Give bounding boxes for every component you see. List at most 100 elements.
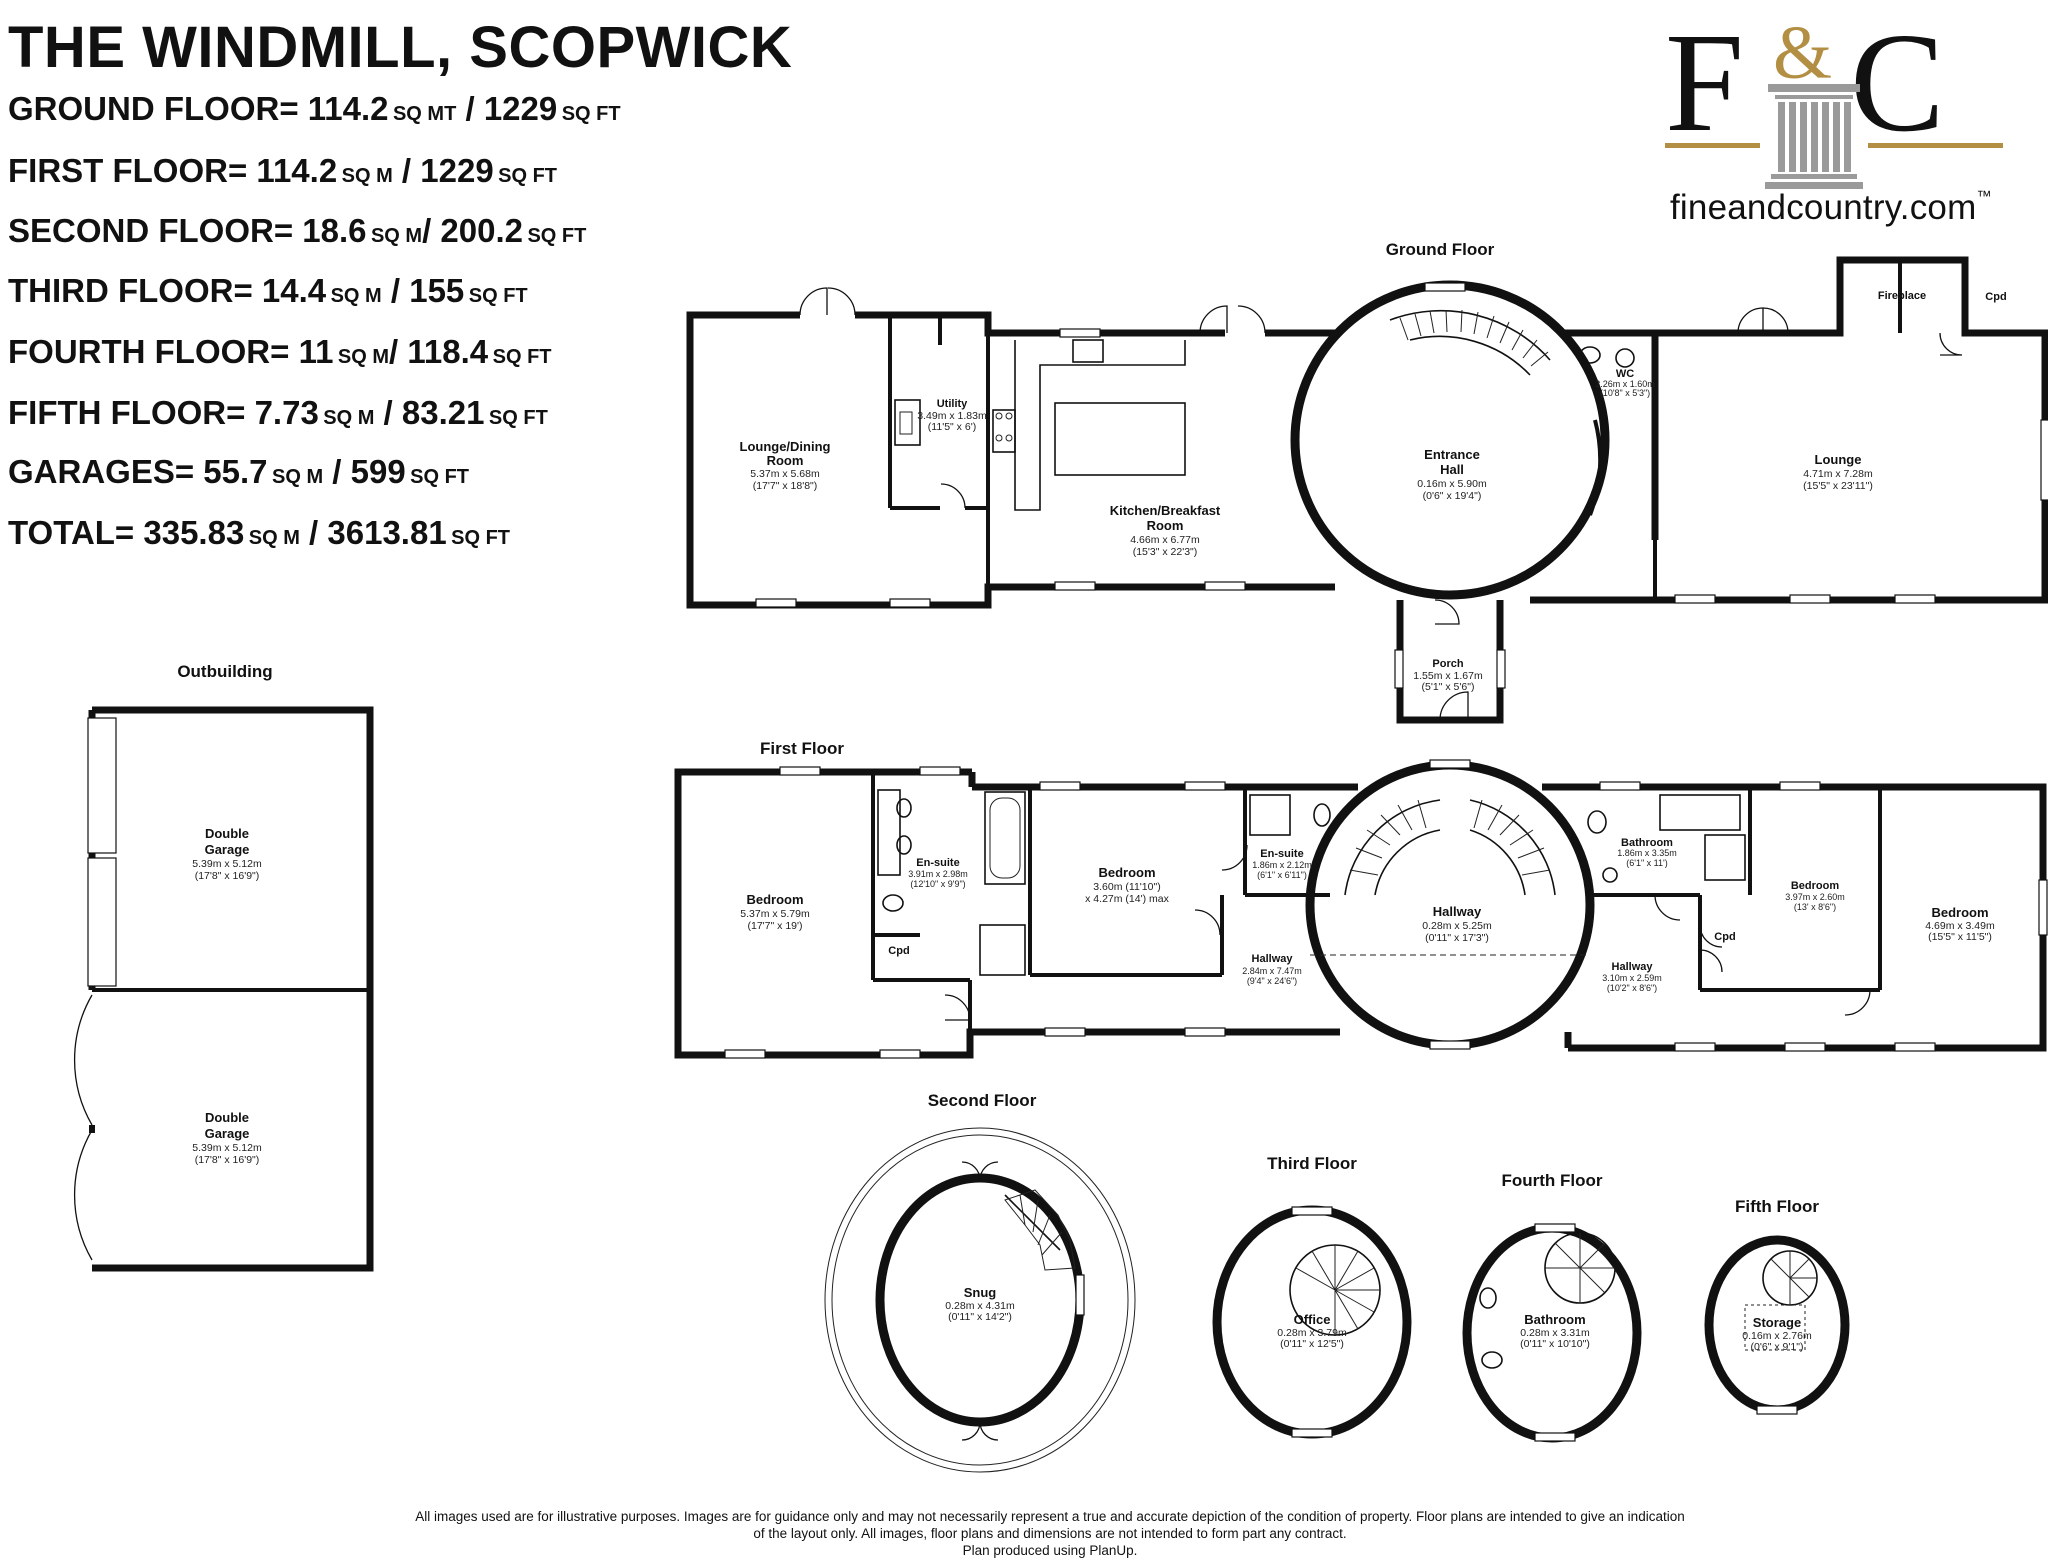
outbuilding-title: Outbuilding: [177, 662, 272, 681]
entrance-hall-label-2: Hall: [1440, 462, 1464, 477]
bathroom-first-dim-1: 1.86m x 3.35m: [1617, 848, 1677, 858]
area-value: / 1229: [392, 152, 494, 189]
lounge-dim-1: 4.71m x 7.28m: [1803, 468, 1873, 480]
first-floor-plan: First Floor: [674, 739, 2048, 1059]
hallway-right-label: Hallway: [1612, 961, 1654, 973]
wc-label: WC: [1616, 368, 1634, 380]
property-title: THE WINDMILL, SCOPWICK: [8, 15, 793, 80]
lounge-label: Lounge: [1815, 452, 1862, 467]
fifth-floor-title: Fifth Floor: [1735, 1197, 1819, 1216]
fine-and-country-logo: F C &: [1665, 20, 2003, 189]
area-value: / 83.21: [374, 394, 485, 431]
logo-ampersand: &: [1773, 20, 1832, 95]
area-unit: SQ M: [248, 527, 300, 549]
area-unit: SQ MT: [392, 103, 457, 125]
area-unit: SQ FT: [488, 407, 548, 429]
entrance-hall-dim-1: 0.16m x 5.90m: [1417, 478, 1487, 490]
fifth-floor-plan: Fifth Floor Storage 0.16m x 2.76m (0'6" …: [1704, 1197, 1850, 1415]
bedroom4-label: Bedroom: [1931, 905, 1988, 920]
wc-dim-1: 3.26m x 1.60m: [1595, 379, 1655, 389]
area-value: / 599: [323, 453, 406, 490]
ensuite1-dim-2: (12'10" x 9'9"): [910, 879, 965, 889]
area-unit: SQ FT: [498, 165, 558, 187]
area-value: GARAGES= 55.7: [8, 453, 268, 490]
lounge-dining-label-1: Lounge/Dining: [740, 439, 831, 454]
area-value: TOTAL= 335.83: [8, 514, 245, 551]
office-dim-1: 0.28m x 3.79m: [1277, 1327, 1347, 1339]
wc-dim-2: (10'8" x 5'3"): [1600, 388, 1650, 398]
utility-dim-1: 3.49m x 1.83m: [917, 410, 987, 422]
area-unit: SQ FT: [561, 103, 621, 125]
area-unit: SQ M: [271, 466, 324, 488]
entrance-hall-dim-2: (0'6" x 19'4"): [1423, 490, 1482, 502]
lounge-dining-dim-2: (17'7" x 18'8"): [753, 480, 818, 492]
fourth-spiral-stair: [1545, 1233, 1615, 1303]
logo-url: fineandcountry.com™: [1670, 188, 1992, 227]
lounge-dim-2: (15'5" x 23'11"): [1803, 480, 1873, 492]
snug-label: Snug: [964, 1285, 997, 1300]
area-unit: SQ FT: [492, 346, 552, 368]
area-line: FIFTH FLOOR= 7.73 SQ M / 83.21 SQ FT: [8, 394, 548, 432]
third-spiral-stair: [1295, 1245, 1380, 1335]
ensuite1-label: En-suite: [916, 857, 959, 869]
area-line: GARAGES= 55.7 SQ M / 599 SQ FT: [8, 453, 469, 491]
lounge-dining-dim-1: 5.37m x 5.68m: [750, 468, 820, 480]
fireplace-label: Fireplace: [1878, 290, 1926, 302]
garage1-dim-1: 5.39m x 5.12m: [192, 858, 262, 870]
hallway-right-dim-2: (10'2" x 8'6"): [1607, 983, 1657, 993]
ensuite2-label: En-suite: [1260, 848, 1303, 860]
bathroom-fourth-dim-2: (0'11" x 10'10"): [1520, 1338, 1590, 1350]
logo-column-icon: [1765, 84, 1863, 189]
third-floor-title: Third Floor: [1267, 1154, 1357, 1173]
ground-floor-title: Ground Floor: [1386, 240, 1495, 259]
second-stair-treads: [1004, 1189, 1076, 1271]
bedroom4-dim-1: 4.69m x 3.49m: [1925, 920, 1995, 932]
storage-dim-1: 0.16m x 2.76m: [1742, 1330, 1812, 1342]
bedroom3-dim-1: 3.97m x 2.60m: [1785, 892, 1845, 902]
area-unit: SQ M: [337, 346, 390, 368]
logo-letter-c: C: [1850, 20, 1945, 161]
ensuite2-dim-1: 1.86m x 2.12m: [1252, 860, 1312, 870]
bedroom2-dim-1: 3.60m (11'10"): [1093, 881, 1160, 893]
ensuite1-dim-1: 3.91m x 2.98m: [908, 869, 968, 879]
bedroom1-label: Bedroom: [746, 892, 803, 907]
area-line: FIRST FLOOR= 114.2 SQ M / 1229 SQ FT: [8, 152, 557, 190]
bedroom3-dim-2: (13' x 8'6"): [1794, 902, 1836, 912]
area-line: THIRD FLOOR= 14.4 SQ M / 155 SQ FT: [8, 272, 528, 310]
cpd-ground-label: Cpd: [1985, 291, 2006, 303]
bedroom2-label: Bedroom: [1098, 865, 1155, 880]
office-dim-2: (0'11" x 12'5"): [1280, 1338, 1344, 1350]
area-value: / 1229: [456, 90, 558, 127]
area-line: TOTAL= 335.83 SQ M / 3613.81 SQ FT: [8, 514, 510, 552]
bathroom-first-label: Bathroom: [1621, 837, 1673, 849]
snug-dim-2: (0'11" x 14'2"): [948, 1311, 1012, 1323]
area-value: FIRST FLOOR= 114.2: [8, 152, 338, 189]
area-value: / 200.2: [422, 212, 524, 249]
hallway-centre-dim-1: 0.28m x 5.25m: [1422, 920, 1492, 932]
bedroom1-dim-2: (17'7" x 19'): [747, 920, 802, 932]
area-value: / 118.4: [389, 333, 489, 370]
lounge-dining-label-2: Room: [767, 453, 804, 468]
area-unit: SQ FT: [451, 527, 511, 549]
area-unit: SQ M: [330, 285, 382, 307]
area-unit: SQ M: [341, 165, 393, 187]
area-value: GROUND FLOOR= 114.2: [8, 90, 389, 127]
logo-letter-f: F: [1665, 20, 1744, 161]
bathroom-fourth-label: Bathroom: [1524, 1312, 1585, 1327]
area-line: FOURTH FLOOR= 11 SQ M/ 118.4 SQ FT: [8, 333, 552, 371]
bedroom4-dim-2: (15'5" x 11'5"): [1928, 931, 1992, 943]
entrance-hall-label-1: Entrance: [1424, 447, 1480, 462]
fifth-spiral-stair: [1770, 1251, 1817, 1305]
disclaimer-line-2: of the layout only. All images, floor pl…: [753, 1526, 1347, 1541]
area-value: / 3613.81: [299, 514, 447, 551]
area-unit: SQ FT: [410, 466, 470, 488]
area-value: SECOND FLOOR= 18.6: [8, 212, 367, 249]
area-line: SECOND FLOOR= 18.6 SQ M/ 200.2 SQ FT: [8, 212, 586, 250]
kitchen-dim-1: 4.66m x 6.77m: [1130, 534, 1200, 546]
area-unit: SQ FT: [527, 225, 587, 247]
garage1-label-2: Garage: [205, 842, 250, 857]
first-floor-title: First Floor: [760, 739, 844, 758]
porch-dim-2: (5'1" x 5'6"): [1422, 681, 1475, 693]
area-unit: SQ FT: [468, 285, 528, 307]
